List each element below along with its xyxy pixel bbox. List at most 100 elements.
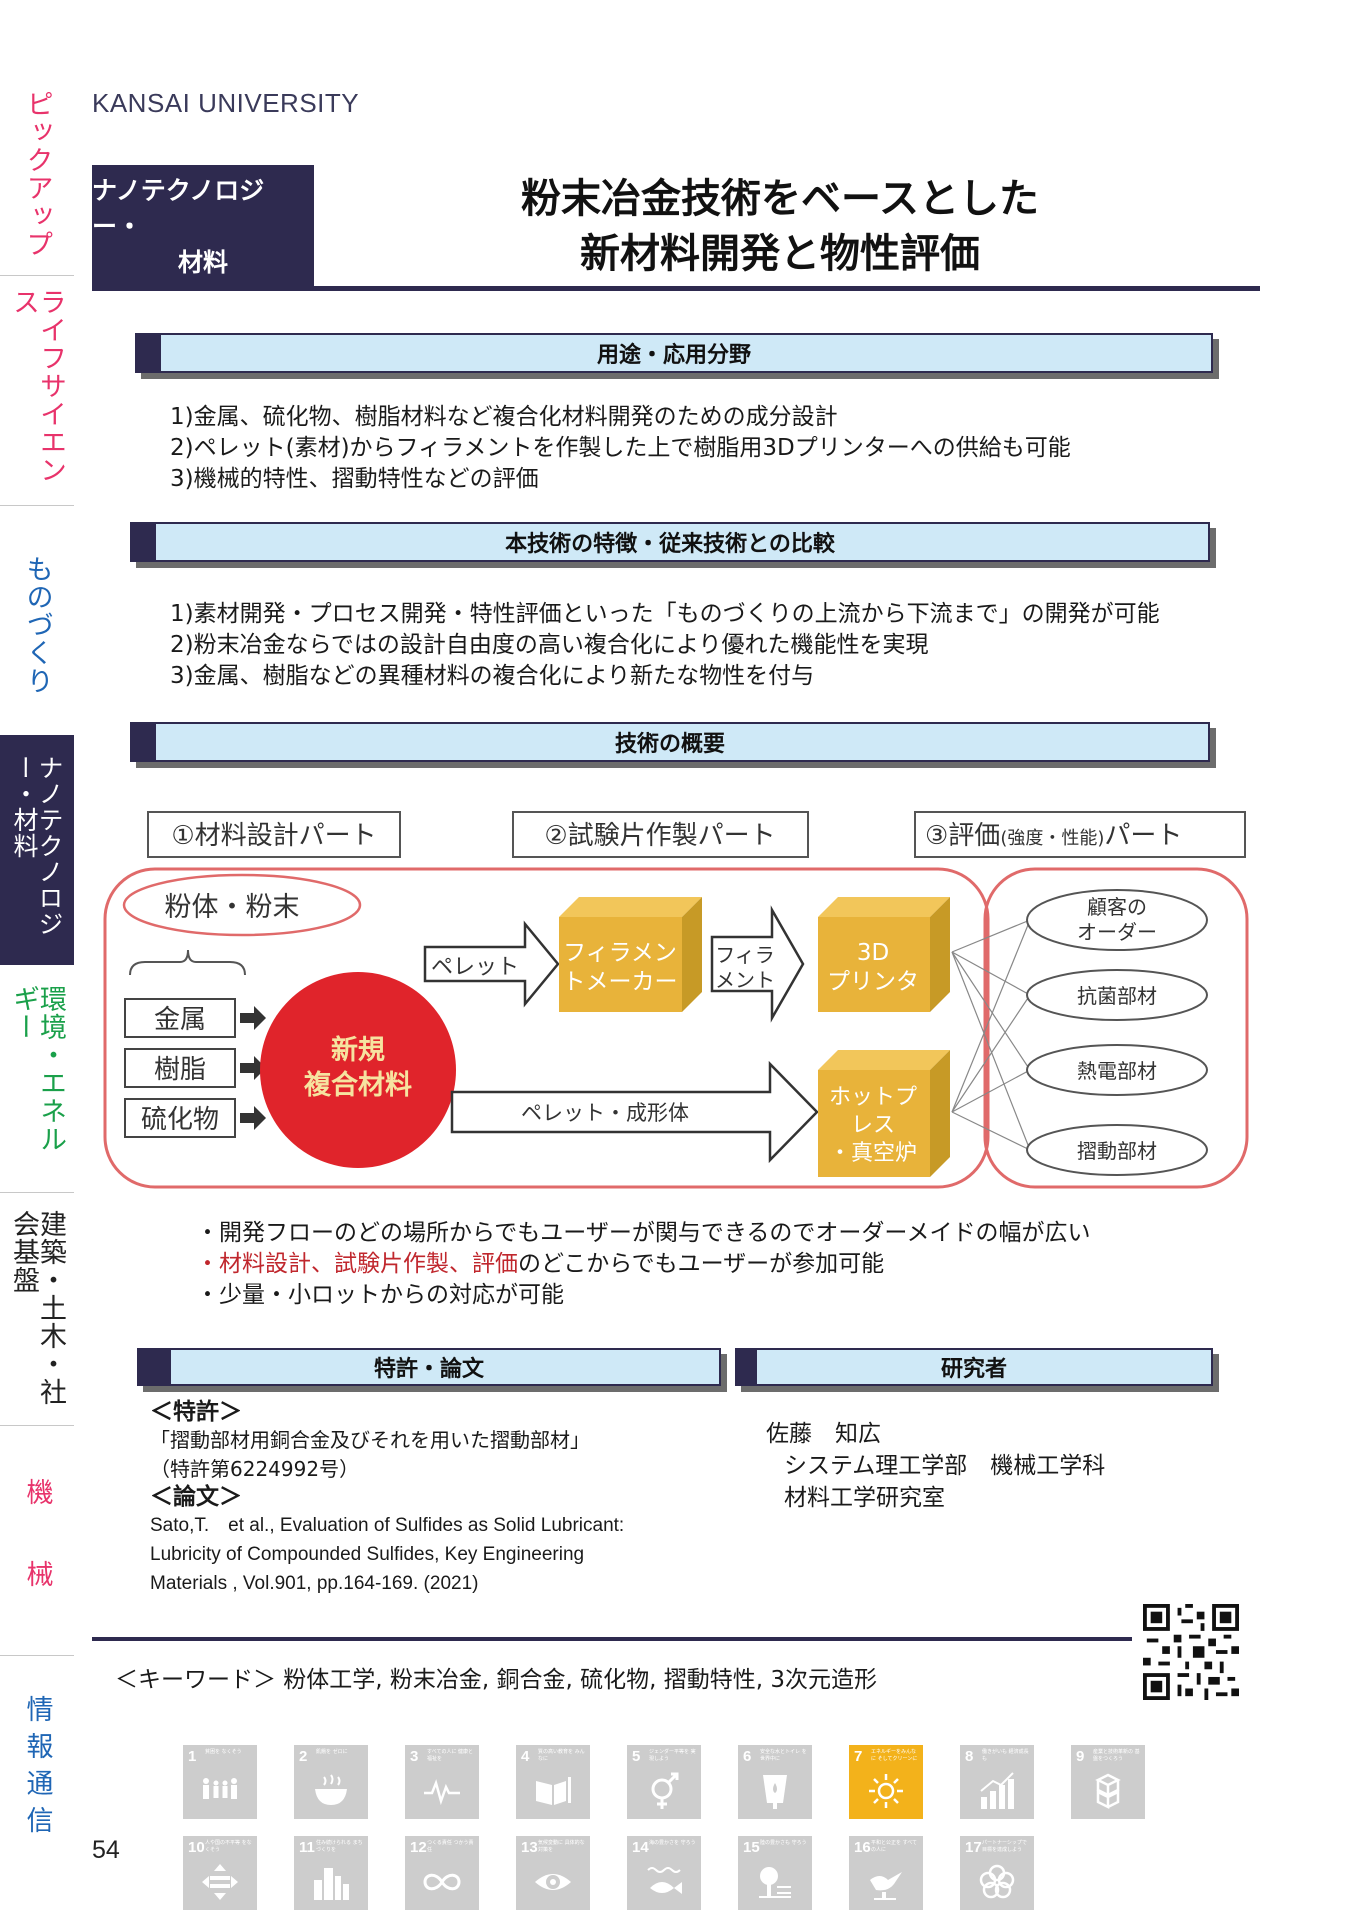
input-box-metal: [124, 998, 236, 1038]
title-rule: [92, 286, 1260, 291]
side-tab-label: 情報通信: [21, 1695, 53, 1843]
researcher-affiliation: システム理工学部 機械工学科: [784, 1453, 1106, 1479]
patent-number: （特許第6224992号）: [150, 1457, 360, 1481]
pellet-label: ペレット: [431, 955, 519, 980]
tab-divider: [0, 1425, 74, 1426]
patent-heading: ＜特許＞: [150, 1399, 242, 1425]
side-tab-ict[interactable]: 情報通信: [0, 1695, 74, 1855]
hotpress-line2: レス: [851, 1113, 895, 1138]
keyword-rule: [92, 1637, 1132, 1641]
tab-divider: [0, 275, 74, 276]
part3-box: [914, 811, 1246, 858]
output-sliding: [1026, 1124, 1208, 1176]
side-tab-label: 環境・エネルギー: [8, 985, 66, 1153]
part2-label: ②試験片作製パート: [544, 821, 775, 851]
section-heading: 用途・応用分野: [135, 333, 1213, 373]
overview-bullets: ・開発フローのどの場所からでもユーザーが関与できるのでオーダーメイドの幅が広い …: [196, 1218, 1090, 1311]
output-label: 顧客の: [1087, 895, 1147, 919]
input-box-resin: [124, 1048, 236, 1088]
tab-divider: [0, 505, 74, 506]
category-label-line2: 材料: [177, 248, 228, 278]
side-tab-monozukuri[interactable]: ものづくり: [0, 555, 74, 705]
list-item: 3)機械的特性、摺動特性などの評価: [170, 466, 539, 492]
page-title: 粉末冶金技術をベースとした 新材料開発と物性評価: [360, 172, 1200, 282]
section-heading: 特許・論文: [137, 1348, 721, 1386]
side-tab-life-science[interactable]: ライフサイエンス: [0, 288, 74, 498]
side-tab-pickup[interactable]: ピックアップ: [0, 90, 74, 270]
list-item: 2)粉末冶金ならではの設計自由度の高い複合化により優れた機能性を実現: [170, 632, 929, 658]
section-heading: 研究者: [735, 1348, 1213, 1386]
pellet-arrow: [423, 920, 560, 1008]
input-label: 硫化物: [141, 1105, 219, 1135]
filament-arrow: [710, 905, 805, 1023]
part1-label: ①材料設計パート: [171, 821, 376, 851]
side-tab-architecture[interactable]: 建築・土木・社会基盤: [0, 1210, 74, 1420]
side-tab-environment[interactable]: 環境・エネルギー: [0, 985, 74, 1175]
side-tab-label: ピックアップ: [21, 90, 53, 258]
part1-box: [147, 811, 401, 858]
evaluation-region: [983, 867, 1249, 1189]
input-box-sulfide: [124, 1098, 236, 1138]
output-label: 摺動部材: [1077, 1139, 1157, 1163]
tab-divider: [0, 1192, 74, 1193]
list-item: 1)素材開発・プロセス開発・特性評価といった「ものづくりの上流から下流まで」の開…: [170, 601, 1160, 627]
side-tab-nanotech-active[interactable]: ナノテクノロジー・材料: [0, 735, 74, 965]
features-list: 1)素材開発・プロセス開発・特性評価といった「ものづくりの上流から下流まで」の開…: [170, 599, 1160, 692]
output-label: 熱電部材: [1077, 1059, 1157, 1083]
hotpress-line1: ホットプ: [829, 1085, 917, 1110]
bullet-item: ・少量・小ロットからの対応が可能: [196, 1282, 564, 1308]
researcher-block: 佐藤 知広 システム理工学部 機械工学科 材料工学研究室: [766, 1418, 1105, 1514]
new-composite-circle: [260, 972, 456, 1168]
output-antibacterial: [1026, 969, 1208, 1021]
list-item: 2)ペレット(素材)からフィラメントを作製した上で樹脂用3Dプリンターへの供給も…: [170, 435, 1071, 461]
paper-citation-line3: Materials , Vol.901, pp.164-169. (2021): [150, 1573, 479, 1594]
bullet-highlight: ・材料設計、試験片作製、評価: [196, 1251, 518, 1277]
powder-ellipse: [122, 873, 362, 937]
process-region: [103, 867, 990, 1189]
side-tab-machine[interactable]: 機 械: [0, 1478, 74, 1628]
printer-label-line2: プリンタ: [827, 969, 919, 995]
input-label: 樹脂: [154, 1055, 206, 1085]
hot-press-box: [818, 1050, 950, 1177]
input-label: 金属: [154, 1005, 206, 1035]
connector-lines: [951, 919, 1031, 1151]
category-label-line1: ナノテクノロジー・: [92, 175, 265, 241]
researcher-name: 佐藤 知広: [766, 1421, 881, 1447]
section-heading: 技術の概要: [130, 722, 1210, 762]
bullet-item: ・開発フローのどの場所からでもユーザーが関与できるのでオーダーメイドの幅が広い: [196, 1220, 1091, 1246]
output-thermoelectric: [1026, 1044, 1208, 1096]
section-heading: 本技術の特徴・従来技術との比較: [130, 522, 1210, 562]
powder-label: 粉体・粉末: [165, 892, 300, 923]
section-bar-overview: 技術の概要: [130, 722, 1216, 768]
section-bar-applications: 用途・応用分野: [135, 333, 1219, 379]
list-item: 3)金属、樹脂などの異種材料の複合化により新たな物性を付与: [170, 663, 815, 689]
side-tab-label: ものづくり: [21, 555, 53, 695]
core-label-line1: 新規: [331, 1034, 385, 1066]
bullet-item: ・材料設計、試験片作製、評価のどこからでもユーザーが参加可能: [196, 1251, 885, 1277]
paper-citation-line1: Sato,T. et al., Evaluation of Sulfides a…: [150, 1515, 625, 1536]
core-label-line2: 複合材料: [304, 1069, 412, 1101]
tab-divider: [0, 1655, 74, 1656]
keywords: ＜キーワード＞ 粉体工学, 粉末冶金, 銅合金, 硫化物, 摺動特性, 3次元造…: [115, 1667, 878, 1693]
patent-title: 「摺動部材用銅合金及びそれを用いた摺動部材」: [150, 1428, 590, 1452]
paper-heading: ＜論文＞: [150, 1484, 242, 1510]
filament-label-line2: メント: [715, 968, 775, 992]
qr-code-icon[interactable]: [1143, 1604, 1239, 1700]
filament-maker-box: [559, 897, 702, 1012]
filament-label-line1: フィラ: [715, 943, 775, 967]
output-label: オーダー: [1077, 920, 1157, 944]
pellet-molded-label: ペレット・成形体: [521, 1101, 689, 1125]
side-tab-label: 建築・土木・社会基盤: [8, 1210, 66, 1406]
